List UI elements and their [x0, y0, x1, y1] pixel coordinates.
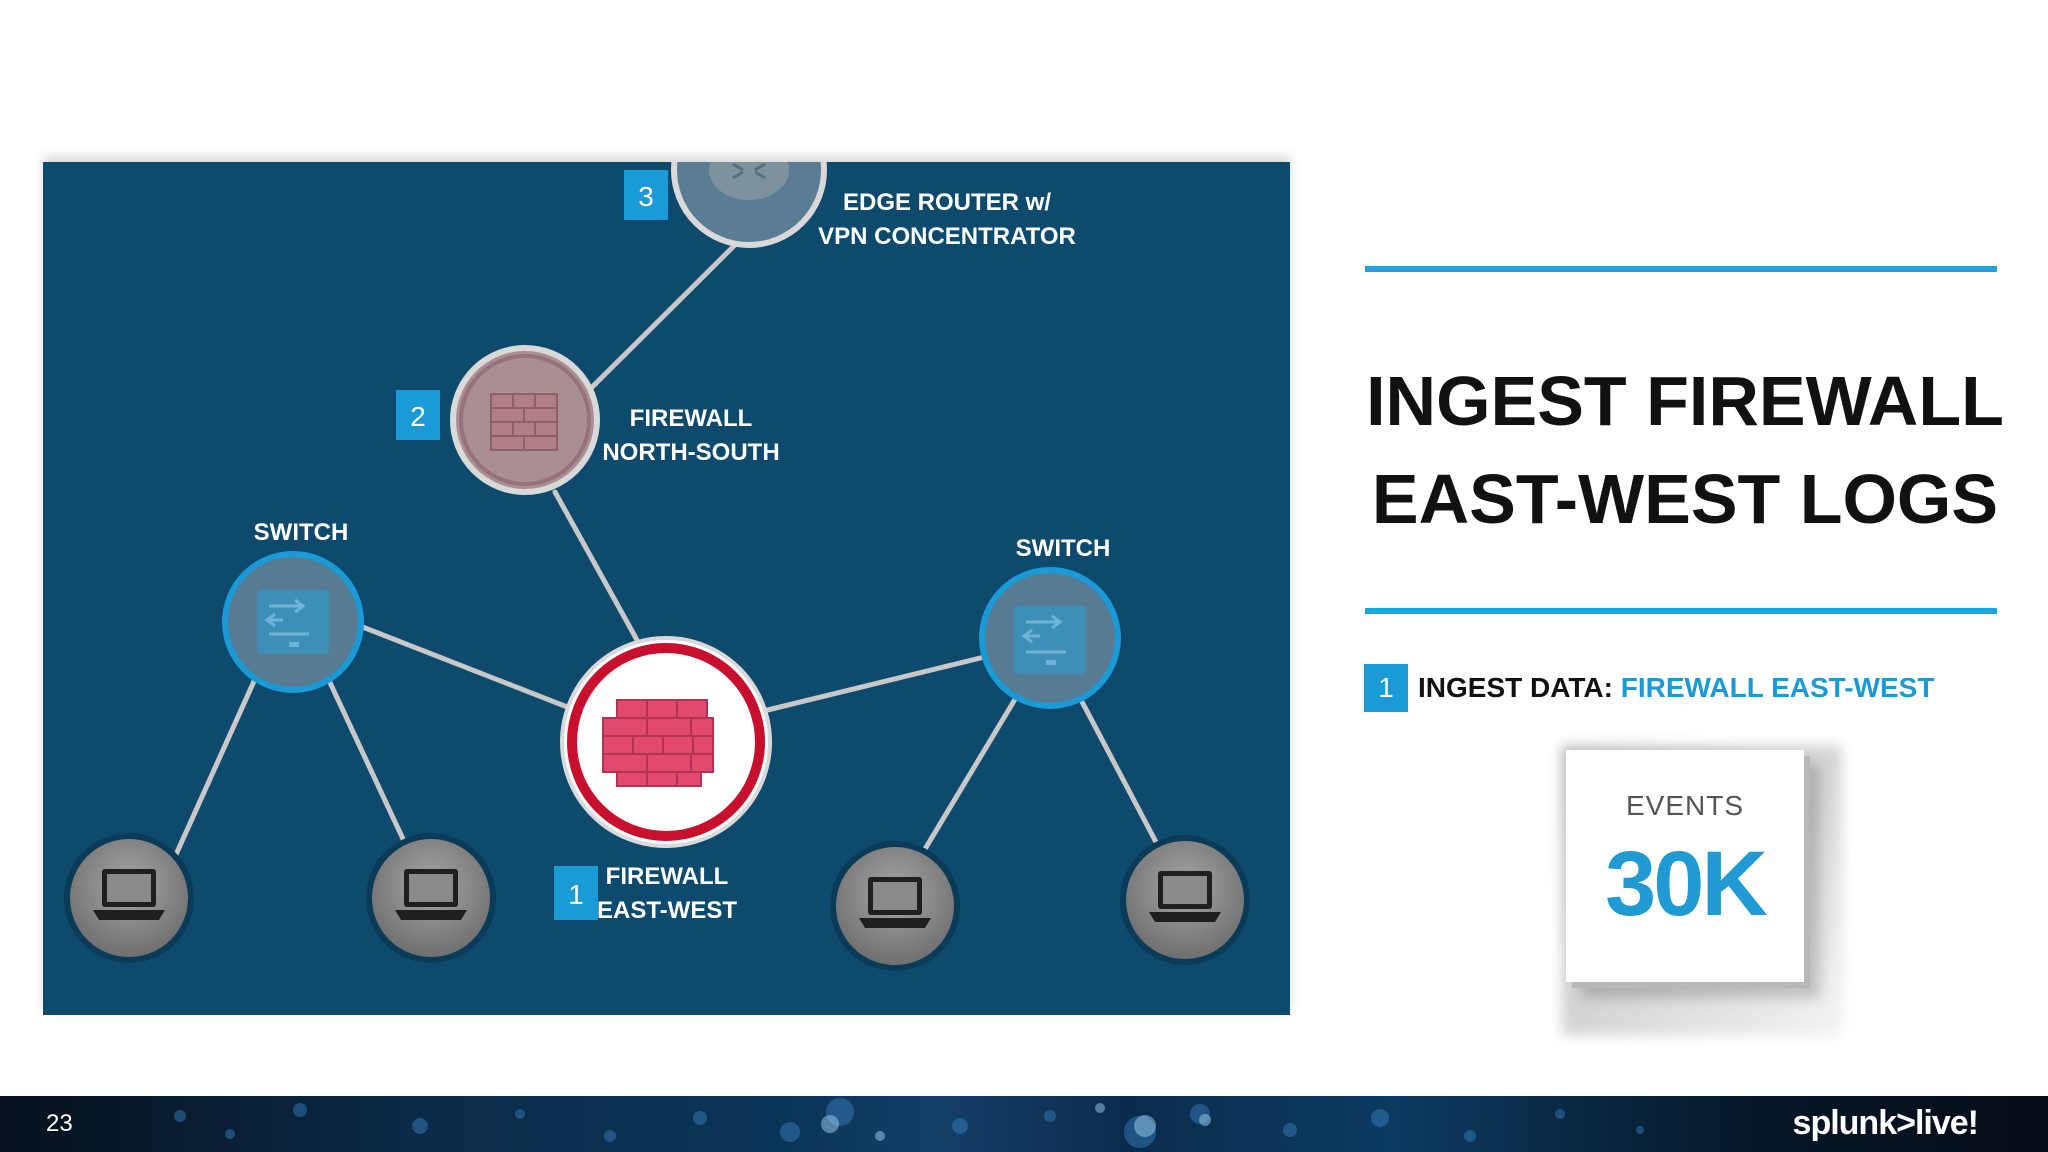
- switch-right-label: SWITCH: [1016, 535, 1111, 562]
- switch-right-node[interactable]: [979, 567, 1121, 709]
- step-badge: 1: [1364, 664, 1408, 712]
- badge-2-number: 2: [410, 401, 426, 432]
- footer-bar: 23 splunk>live!: [0, 1096, 2048, 1152]
- badge-3-number: 3: [638, 181, 654, 212]
- router-icon: [709, 162, 789, 200]
- link-fwns-fwew: [552, 489, 640, 643]
- brick-wall-icon: [490, 393, 558, 451]
- laptop-node-4[interactable]: [1120, 835, 1250, 965]
- firewall-ns-label-line2: NORTH-SOUTH: [602, 439, 779, 466]
- firewall-ew-label-line2: EAST-WEST: [597, 897, 737, 924]
- firewall-east-west-node[interactable]: [560, 636, 772, 848]
- slide-title: INGEST FIREWALL EAST-WEST LOGS: [1355, 352, 2015, 548]
- firewall-ew-label-line1: FIREWALL: [606, 863, 729, 890]
- title-bottom-rule: [1365, 608, 1997, 614]
- step-label: INGEST DATA:: [1418, 672, 1613, 703]
- brick-wall-icon: [602, 699, 714, 787]
- edge-router-label-line1: EDGE ROUTER w/: [843, 189, 1051, 216]
- firewall-ns-label-line1: FIREWALL: [630, 405, 753, 432]
- step-text: INGEST DATA: FIREWALL EAST-WEST: [1418, 670, 1934, 706]
- edge-router-label-line2: VPN CONCENTRATOR: [818, 223, 1076, 250]
- footer-pattern: [174, 1098, 1644, 1148]
- badge-1-number: 1: [568, 879, 584, 910]
- laptop-icon: [859, 877, 931, 928]
- badge-3: [624, 170, 668, 220]
- events-card: EVENTS 30K: [1566, 750, 1804, 982]
- laptop-node-1[interactable]: [64, 833, 194, 963]
- switch-icon: [257, 590, 329, 654]
- step-highlight: FIREWALL EAST-WEST: [1620, 672, 1935, 703]
- edge-router-node[interactable]: [671, 162, 827, 248]
- events-label: EVENTS: [1625, 790, 1745, 821]
- laptop-node-2[interactable]: [366, 833, 496, 963]
- laptop-node-3[interactable]: [830, 841, 960, 971]
- slide-title-line2: EAST-WEST LOGS: [1371, 460, 1999, 538]
- switch-left-node[interactable]: [222, 551, 364, 693]
- badge-1: [554, 866, 598, 920]
- diagram-canvas: 3 EDGE ROUTER w/ VPN CONCENTRATOR 2 FIRE…: [64, 162, 1250, 971]
- events-value: 30K: [1605, 833, 1768, 935]
- splunk-live-logo: splunk>live!: [1792, 1104, 1979, 1142]
- page-number: 23: [46, 1110, 73, 1137]
- network-diagram: 3 EDGE ROUTER w/ VPN CONCENTRATOR 2 FIRE…: [43, 162, 1290, 1015]
- title-top-rule: [1365, 266, 1997, 272]
- laptop-icon: [1149, 871, 1221, 922]
- switch-left-label: SWITCH: [254, 519, 349, 546]
- laptop-icon: [395, 869, 467, 920]
- firewall-north-south-node[interactable]: [450, 345, 600, 495]
- slide-title-line1: INGEST FIREWALL: [1366, 362, 2004, 440]
- badge-2: [396, 390, 440, 440]
- laptop-icon: [93, 869, 165, 920]
- switch-icon: [1014, 606, 1086, 674]
